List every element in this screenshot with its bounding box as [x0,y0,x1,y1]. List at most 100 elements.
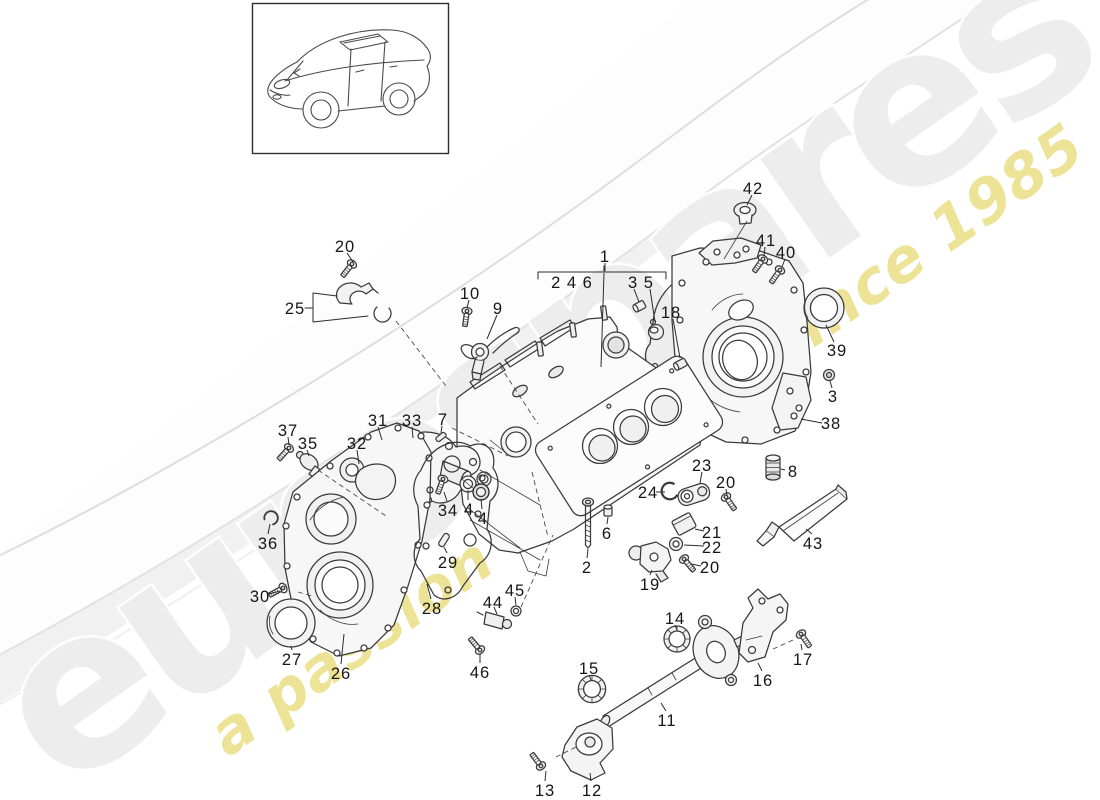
part-callout-40-10[interactable]: 40 [776,244,796,262]
part-callout-18-7[interactable]: 18 [661,304,681,322]
leader-lines [267,194,835,782]
part-seal-4a-art [459,475,477,493]
part-timing-cover-front-art [282,422,433,657]
part-bracket-16-art [738,588,789,663]
part-clip-24-art [658,480,679,503]
part-callout-13-48[interactable]: 13 [535,782,555,800]
leader-line-20-37 [725,488,728,496]
part-callout-37-14[interactable]: 37 [278,422,298,440]
part-callout-38-13[interactable]: 38 [821,415,841,433]
part-bolt-20b-art [719,490,740,514]
leader-line-40-10 [781,258,786,268]
part-callout-20-0[interactable]: 20 [335,238,355,256]
locating-guide-dashed-2 [499,365,539,425]
part-callout-43-42[interactable]: 43 [803,535,823,553]
part-piston-21-art [671,512,697,536]
leader-line-3-5-6 [633,288,640,303]
part-callout-10-2[interactable]: 10 [460,285,480,303]
part-callout-16-45[interactable]: 16 [753,672,773,690]
part-counterweight-12-art [561,718,614,781]
part-callout-3-12[interactable]: 3 [828,388,838,406]
leader-line-38-13 [800,418,823,424]
part-callout-19-34[interactable]: 19 [640,576,660,594]
locating-guide-dashed-3 [317,469,387,517]
part-oil-jet-9-art [460,326,520,381]
part-callout-33-18[interactable]: 33 [402,412,422,430]
leader-line-18-7 [672,318,681,359]
part-callout-9-3[interactable]: 9 [493,300,503,318]
leader-line-15-43 [588,674,592,681]
part-callout-14-44[interactable]: 14 [665,610,685,628]
part-callout-39-11[interactable]: 39 [827,342,847,360]
part-callout-7-19[interactable]: 7 [438,411,448,429]
part-callout-24-36[interactable]: 24 [638,484,658,502]
part-shaft-11-art [599,614,755,729]
part-plug-3b-art [822,368,836,382]
part-callout-29-28[interactable]: 29 [438,554,458,572]
part-callout-46-31[interactable]: 46 [470,664,490,682]
part-seal-4b-highlighted-art [472,483,490,501]
part-callout-17-46[interactable]: 17 [793,651,813,669]
part-callout-41-9[interactable]: 41 [756,232,776,250]
part-bolt-2-art [581,497,595,549]
leader-line-2-32 [586,548,589,559]
part-callout-27-25[interactable]: 27 [282,651,302,669]
part-callout-20-40[interactable]: 20 [700,559,720,577]
part-callout-45-30[interactable]: 45 [505,582,525,600]
leader-line-44-29 [493,606,498,615]
group-bracket-25 [304,292,369,323]
part-sealant-tube-43-art [756,484,848,547]
part-callout-8-41[interactable]: 8 [788,463,798,481]
part-callout-34-20[interactable]: 34 [438,502,458,520]
part-callout-4-22[interactable]: 4 [478,510,488,528]
part-callout-20-37[interactable]: 20 [716,474,736,492]
part-callout-30-24[interactable]: 30 [250,588,270,606]
part-callout-31-17[interactable]: 31 [368,412,388,430]
part-pin-29-art [438,532,450,548]
part-seal-27-art [266,598,316,648]
part-pin-7-art [435,431,447,443]
part-bolt-13-art [527,749,548,773]
locating-guide-dashed-1 [395,320,447,387]
leader-line-22-39 [683,544,705,547]
leader-line-23-35 [699,471,703,484]
part-callout-28-27[interactable]: 28 [422,600,442,618]
part-callout-6-33[interactable]: 6 [602,525,612,543]
vehicle-thumbnail [251,2,450,155]
part-callout-32-16[interactable]: 32 [347,435,367,453]
part-callout-25-1[interactable]: 25 [285,300,305,318]
part-gasket-28-art [413,441,499,600]
leader-line-41-9 [763,246,766,257]
leader-line-10-2 [466,299,470,309]
part-callout-26-26[interactable]: 26 [331,665,351,683]
locating-guide-dashed-0 [451,427,509,457]
leader-line-36-23 [267,523,271,535]
part-plug-42-art [733,201,757,225]
part-callout-2-32[interactable]: 2 [582,559,592,577]
leader-line-34-20 [443,491,448,502]
locating-guide-dashed-4 [520,534,554,608]
part-seal-ring-39-art [803,287,845,329]
leader-line-39-11 [825,324,835,343]
part-callout-21-38[interactable]: 21 [702,524,722,542]
part-bearing-15-art [577,674,607,704]
leader-line-33-18 [411,426,414,439]
part-callout-12-49[interactable]: 12 [582,782,602,800]
part-callout-15-43[interactable]: 15 [579,660,599,678]
part-callout-3-5-6[interactable]: 3 5 [628,274,654,292]
part-callout-2-4-6-5[interactable]: 2 4 6 [551,274,593,292]
part-bolt-46-art [465,634,487,657]
part-callout-42-8[interactable]: 42 [743,180,763,198]
part-callout-22-39[interactable]: 22 [702,539,722,557]
part-callout-23-35[interactable]: 23 [692,457,712,475]
part-callout-36-23[interactable]: 36 [258,535,278,553]
part-callout-35-15[interactable]: 35 [298,435,318,453]
part-callout-4-21[interactable]: 4 [464,501,474,519]
group-bracket-1 [537,265,667,280]
part-callout-44-29[interactable]: 44 [483,594,503,612]
part-callout-1-4[interactable]: 1 [600,248,610,266]
part-callout-11-47[interactable]: 11 [657,712,676,730]
leader-line-3-12 [829,380,833,389]
